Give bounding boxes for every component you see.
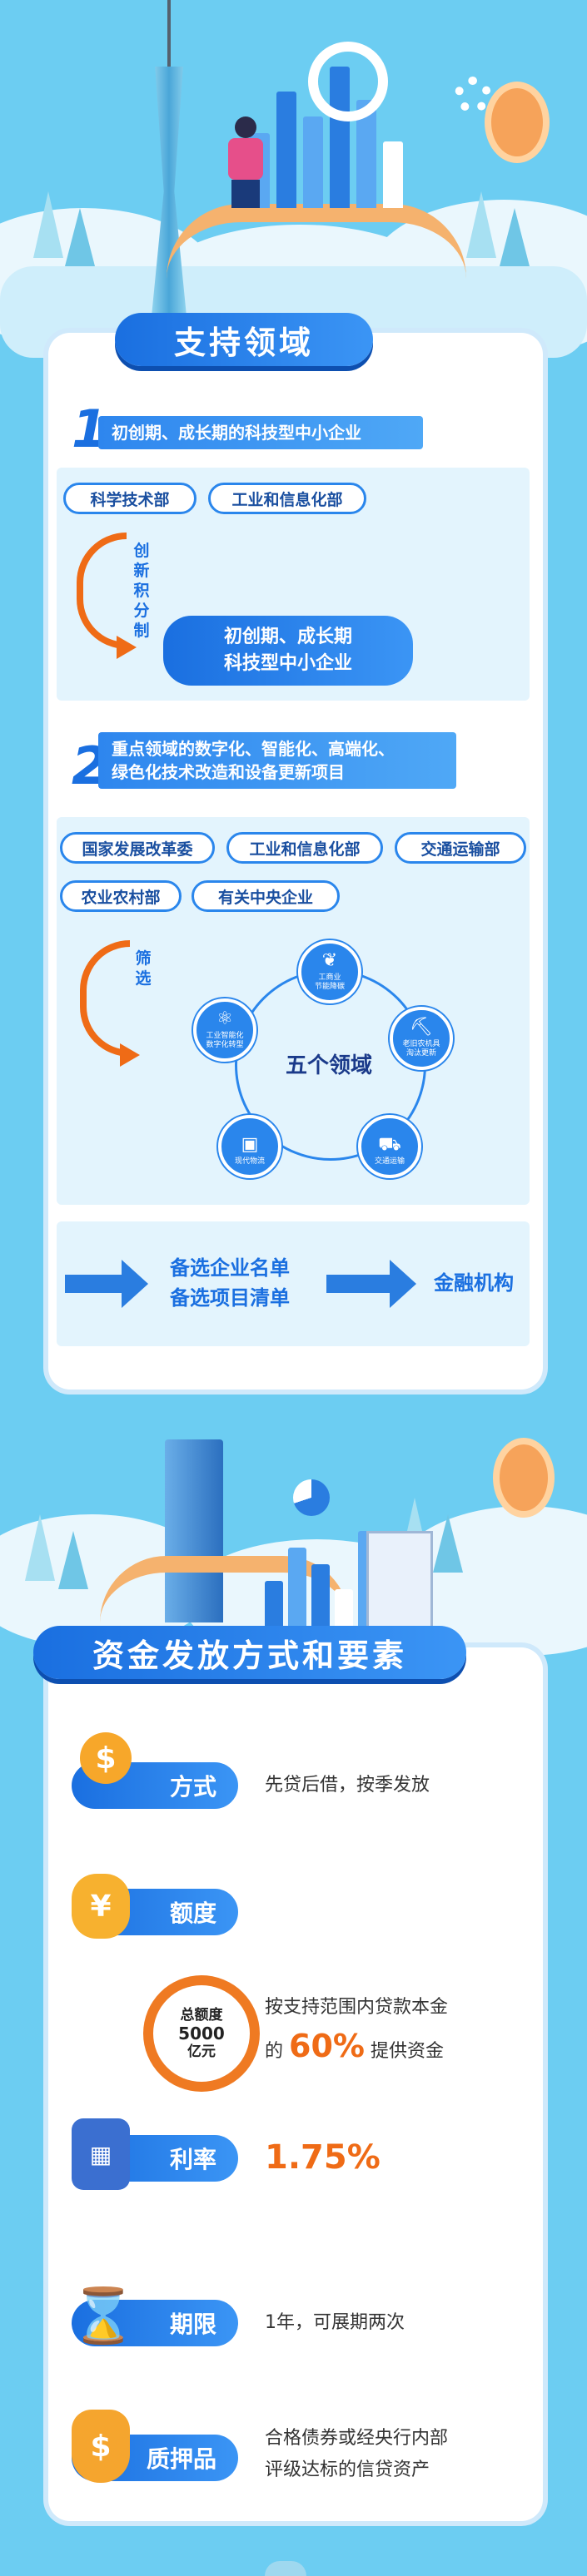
term-text: 1年，可展期两次 [265, 2312, 405, 2333]
field-node-digital: ⚛ 工业智能化 数字化转型 [193, 998, 256, 1062]
excavator-icon: ⛏ [410, 1017, 433, 1038]
bridge-illustration-2 [100, 1556, 350, 1622]
section-title-support-areas: 支持领域 [115, 313, 373, 366]
five-fields-center: 五个领域 [285, 1053, 372, 1078]
dept-pill-miit: 工业和信息化部 [226, 832, 383, 864]
item-2-label: 重点领域的数字化、智能化、高端化、 绿色化技术改造和设备更新项目 [98, 732, 456, 789]
quota-text-line2: 的 60% 提供资金 [265, 2028, 444, 2064]
factory-illustration [366, 1531, 433, 1631]
bottom-decoration [265, 2561, 306, 2576]
flow-arrow-1 [65, 1260, 148, 1308]
flow-candidate-lists: 备选企业名单 备选项目清单 [170, 1256, 290, 1310]
magnifier-icon [308, 42, 388, 121]
hourglass-icon: ⌛ [70, 2285, 137, 2347]
calculator-icon: ▦ [72, 2118, 130, 2190]
quota-circle-line2: 5000 [178, 2024, 225, 2043]
dept-pill-industry: 工业和信息化部 [208, 483, 366, 514]
coin-illustration-2 [493, 1438, 555, 1518]
field-node-transport: ⛟ 交通运输 [358, 1115, 421, 1178]
flow-financial-institutions: 金融机构 [434, 1271, 514, 1295]
pie-chart-icon [293, 1479, 330, 1516]
process-innovation-points: 创新积分制 [133, 542, 150, 640]
result-line-2: 科技型中小企业 [223, 653, 352, 674]
quota-text-line1: 按支持范围内贷款本金 [265, 1997, 449, 2018]
dept-pill-transport: 交通运输部 [395, 832, 526, 864]
quota-circle-line3: 亿元 [187, 2043, 216, 2060]
atom-icon: ⚛ [216, 1008, 233, 1029]
label-badge-term: 期限 [72, 2300, 238, 2346]
box-icon: ▣ [241, 1134, 259, 1155]
curved-arrow-head [117, 636, 137, 659]
hero-illustration-middle [0, 1406, 587, 1656]
dollar-hand-icon: $ [80, 1732, 132, 1784]
hero-illustration-top [0, 0, 587, 358]
item-2-label-line1: 重点领域的数字化、智能化、高端化、 [112, 739, 395, 759]
person-illustration [225, 116, 266, 208]
process-screening: 筛选 [135, 949, 152, 988]
gear-icon [455, 77, 491, 113]
quota-text: 按支持范围内贷款本金 的 60% 提供资金 [265, 1992, 448, 2068]
dept-pill-science: 科学技术部 [63, 483, 196, 514]
collateral-text-line1: 合格债券或经央行内部 [265, 2428, 449, 2449]
section-title-funding: 资金发放方式和要素 [33, 1626, 466, 1679]
field-node-energy: ❦ 工商业 节能降碳 [298, 940, 361, 1003]
item-2-label-line2: 绿色化技术改造和设备更新项目 [112, 762, 345, 782]
yuan-coins-icon: ¥ [72, 1874, 130, 1939]
money-bag-icon: $ [72, 2410, 130, 2483]
collateral-text: 合格债券或经央行内部 评级达标的信贷资产 [265, 2423, 448, 2486]
quota-circle: 总额度 5000 亿元 [143, 1975, 260, 2092]
method-text: 先贷后借，按季发放 [265, 1775, 430, 1796]
bridge-illustration [167, 204, 466, 279]
collateral-text-line2: 评级达标的信贷资产 [265, 2460, 430, 2480]
quota-circle-line1: 总额度 [180, 2007, 223, 2024]
quota-highlight: 60% [289, 2028, 365, 2064]
field-node-logistics: ▣ 现代物流 [218, 1115, 281, 1178]
field-node-farm-machinery: ⛏ 老旧农机具 淘汰更新 [390, 1007, 453, 1070]
result-line-1: 初创期、成长期 [223, 627, 352, 647]
dept-pill-ndrc: 国家发展改革委 [60, 832, 215, 864]
item-1-label: 初创期、成长期的科技型中小企业 [98, 416, 423, 449]
result-pill-sme: 初创期、成长期 科技型中小企业 [163, 616, 413, 686]
curved-arrow-head-2 [120, 1043, 140, 1067]
dept-pill-agriculture: 农业农村部 [60, 880, 182, 912]
coin-illustration [485, 82, 550, 163]
dept-pill-soe: 有关中央企业 [192, 880, 340, 912]
flow-arrow-2 [326, 1260, 416, 1308]
rate-value: 1.75% [265, 2138, 381, 2177]
leaf-icon: ❦ [321, 950, 338, 971]
truck-icon: ⛟ [378, 1134, 401, 1155]
